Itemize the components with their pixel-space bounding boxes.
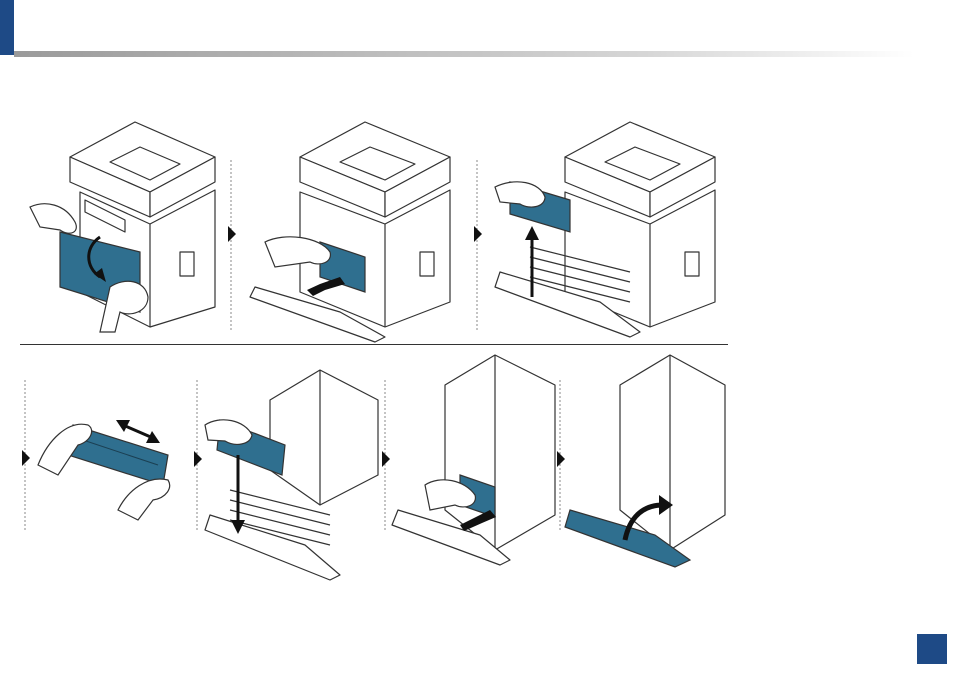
hand bbox=[495, 182, 545, 207]
double-arrow-icon bbox=[123, 425, 153, 438]
triangle-right-icon bbox=[228, 226, 236, 242]
triangle-right-icon bbox=[382, 451, 390, 467]
step-separator bbox=[470, 160, 484, 330]
triangle-right-icon bbox=[474, 226, 482, 242]
triangle-right-icon bbox=[22, 450, 30, 466]
hand-left bbox=[30, 204, 76, 234]
step-3-lift-toner-cartridge bbox=[490, 112, 725, 337]
step-4-shake-toner-cartridge bbox=[18, 380, 188, 530]
hand-right bbox=[118, 479, 170, 520]
step-7-close-front-cover bbox=[555, 345, 727, 570]
step-2-pull-transfer-unit bbox=[245, 112, 460, 342]
step-6-push-transfer-unit bbox=[380, 345, 560, 570]
triangle-right-icon bbox=[557, 451, 565, 467]
triangle-right-icon bbox=[194, 451, 202, 467]
page-number-badge bbox=[917, 634, 947, 664]
step-5-insert-toner-cartridge bbox=[190, 345, 380, 580]
arrow-head-icon bbox=[525, 226, 539, 240]
step-1-open-front-cover bbox=[30, 112, 220, 332]
hand bbox=[205, 420, 252, 445]
step-separator bbox=[224, 160, 238, 330]
